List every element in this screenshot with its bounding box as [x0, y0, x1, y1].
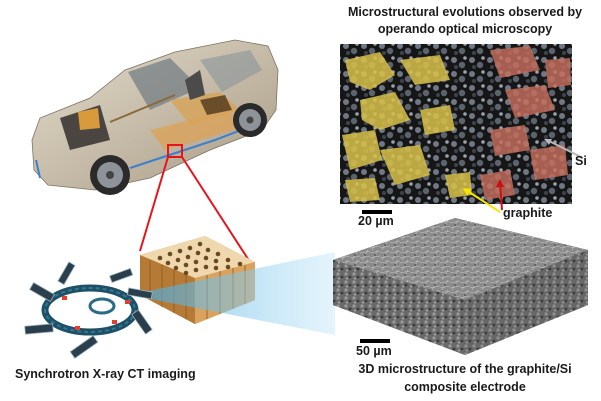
synchrotron-caption: Synchrotron X-ray CT imaging	[15, 367, 196, 381]
si-pointer-arrow	[546, 139, 584, 159]
zoom-line-left	[139, 156, 169, 252]
optical-title-line2: operando optical microscopy	[377, 22, 553, 36]
synchrotron-facility	[24, 261, 153, 359]
scale-bar-20um	[362, 210, 392, 214]
ct-caption-line1: 3D microstructure of the graphite/Si	[358, 362, 572, 376]
battery-floor	[150, 110, 240, 150]
ct-caption: 3D microstructure of the graphite/Si com…	[330, 360, 600, 396]
zoom-line-right	[181, 156, 249, 260]
ct-caption-line2: composite electrode	[404, 380, 526, 394]
graphite-label: graphite	[503, 206, 553, 220]
optical-micrograph	[340, 44, 584, 213]
scale-label-50um: 50 µm	[356, 344, 392, 358]
battery-highlight-box	[167, 144, 183, 158]
optical-title-line1: Microstructural evolutions observed by	[347, 5, 583, 19]
scale-bar-50um	[360, 339, 390, 343]
scale-label-20um: 20 µm	[358, 214, 394, 228]
graphite-lithiated-arrow	[465, 189, 501, 213]
xray-beam	[130, 252, 335, 335]
electric-vehicle-cutaway	[31, 39, 279, 195]
si-label: Si	[575, 154, 587, 168]
graphite-partial-arrow	[499, 182, 503, 211]
optical-panel-title: Microstructural evolutions observed by o…	[330, 4, 600, 38]
ct-3d-microstructure	[333, 218, 588, 355]
